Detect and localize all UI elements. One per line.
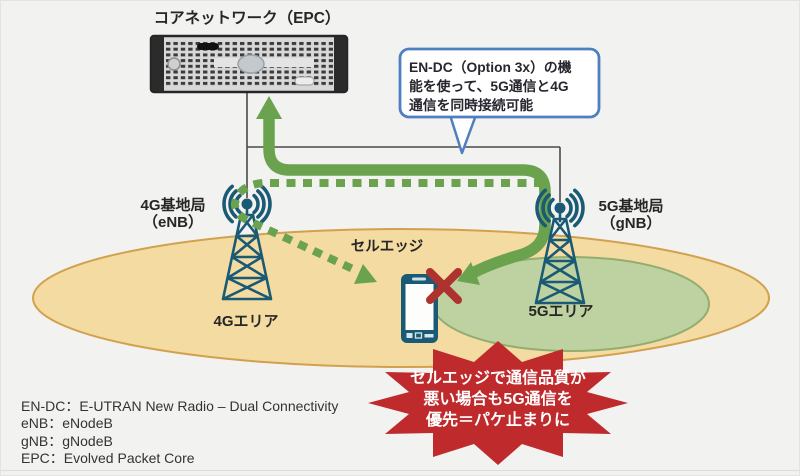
core-server-icon — [149, 34, 349, 94]
dashed-arrowhead-icon — [354, 264, 377, 284]
legend-line-enb: eNB：eNodeB — [21, 415, 113, 432]
arrowhead-up-icon — [256, 96, 282, 119]
station-4g-label: 4G基地局 （eNB） — [121, 197, 225, 231]
station-5g-name: 5G基地局 — [598, 198, 664, 215]
legend-line-epc: EPC：Evolved Packet Core — [21, 450, 195, 467]
smartphone-icon — [401, 274, 438, 343]
callout-bubble — [398, 47, 601, 155]
legend-line-gnb: gNB：gNodeB — [21, 432, 113, 449]
burst-line-2: 悪い場合も5G通信を — [423, 391, 573, 408]
area-5g-label: 5Gエリア — [528, 303, 594, 320]
cell-edge-label: セルエッジ — [350, 239, 424, 255]
green-dashed-arrow — [230, 179, 543, 284]
burst-line-1: セルエッジで通信品質が — [409, 370, 586, 387]
station-4g-name: 4G基地局 — [140, 197, 206, 214]
burst-line-3: 優先＝パケ止まりに — [425, 412, 570, 429]
bottom-divider — [1, 470, 799, 471]
starburst-shape — [368, 341, 628, 465]
station-5g-label: 5G基地局 （gNB） — [579, 198, 683, 232]
arrowhead-to-phone-icon — [457, 262, 480, 285]
alert-burst-text: セルエッジで通信品質が 悪い場合も5G通信を 優先＝パケ止まりに — [378, 368, 618, 431]
callout-text: EN-DC（Option 3x）の機 能を使って、5G通信と4G 通信を同時接続… — [409, 58, 595, 115]
x-mark-icon — [426, 268, 462, 304]
callout-line-1: EN-DC（Option 3x）の機 — [409, 60, 572, 75]
station-4g-sub: （eNB） — [142, 214, 203, 231]
legend-line-endc: EN-DC：E-UTRAN New Radio – Dual Connectiv… — [21, 398, 339, 414]
callout-line-3: 通信を同時接続可能 — [409, 98, 534, 113]
backhaul-lines — [246, 92, 561, 202]
abbreviation-legend: EN-DC：E-UTRAN New Radio – Dual Connectiv… — [21, 398, 338, 468]
callout-line-2: 能を使って、5G通信と4G — [409, 79, 569, 94]
station-5g-sub: （gNB） — [600, 215, 662, 232]
area-4g-label: 4Gエリア — [213, 313, 279, 330]
core-network-label: コアネットワーク（EPC） — [153, 10, 341, 27]
